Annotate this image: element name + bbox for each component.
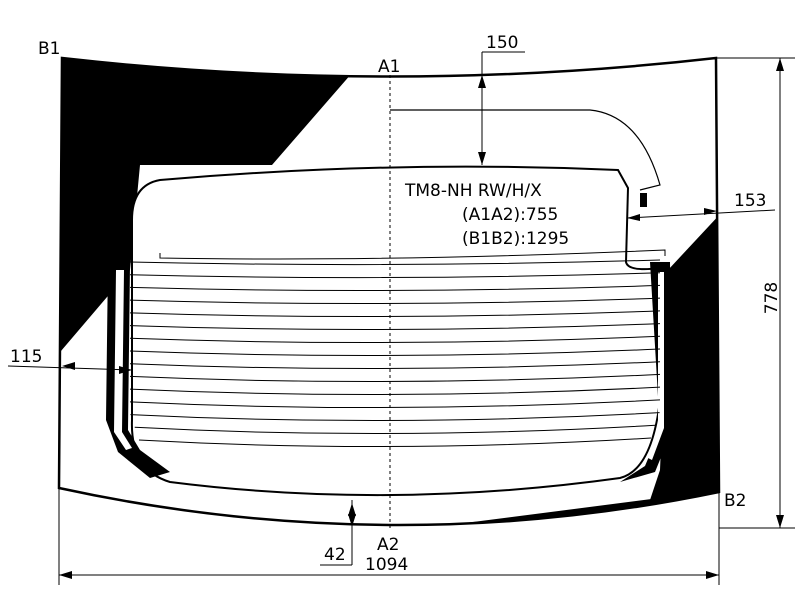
dim-width: 1094 — [365, 555, 408, 575]
heater-line — [129, 297, 661, 305]
heater-line — [130, 412, 660, 422]
heater-line — [129, 386, 661, 396]
point-b1-label: B1 — [38, 39, 60, 59]
heater-line — [129, 284, 661, 292]
dim-height: 778 — [762, 282, 782, 314]
inner-outline — [130, 165, 661, 497]
heater-line — [134, 424, 656, 435]
sensor-block — [640, 193, 647, 207]
point-a1-label: A1 — [378, 57, 400, 77]
model-code: TM8-NH RW/H/X — [404, 181, 542, 201]
heater-line — [129, 323, 661, 331]
heater-line — [129, 361, 661, 370]
heater-line — [129, 310, 661, 318]
heater-line — [129, 272, 661, 279]
model-a1a2: (A1A2):755 — [462, 205, 558, 225]
model-b1b2: (B1B2):1295 — [462, 229, 569, 249]
dim-top-offset: 150 — [486, 33, 518, 53]
heater-line — [138, 437, 652, 448]
point-a2-label: A2 — [377, 535, 399, 555]
heater-line — [129, 399, 661, 409]
heater-top-line — [159, 249, 666, 260]
dim-left-offset: 115 — [10, 347, 42, 367]
dim-bottom-offset: 42 — [324, 545, 346, 565]
sensor-line — [390, 109, 661, 191]
point-b2-label: B2 — [724, 491, 746, 511]
heater-grid — [129, 249, 666, 448]
dim-right-offset: 153 — [734, 191, 766, 211]
heater-line — [129, 259, 661, 266]
heater-line — [129, 373, 661, 383]
heater-line — [129, 348, 661, 357]
heater-line — [129, 335, 661, 344]
